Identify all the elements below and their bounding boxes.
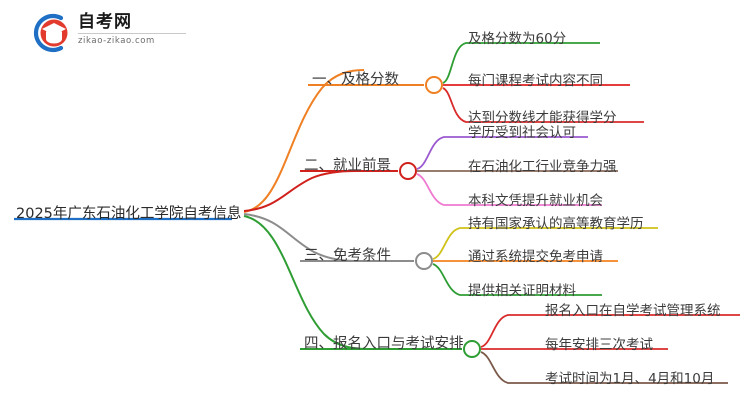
logo-mark-icon [33, 13, 68, 53]
site-logo: 自考网 zikao-zikao.com [28, 10, 188, 56]
leaf-node-label-1-1[interactable]: 及格分数为60分 [468, 31, 567, 47]
logo-domain: zikao-zikao.com [78, 36, 155, 46]
branch-3-node[interactable] [415, 252, 433, 270]
connector-root-branch-1 [243, 69, 365, 213]
branch-node-label-1[interactable]: 一、及格分数 [312, 72, 399, 88]
leaf-node-label-3-2[interactable]: 通过系统提交免考申请 [468, 249, 603, 265]
connector-branch-2-leaf-3 [416, 173, 602, 206]
root-node-label[interactable]: 2025年广东石油化工学院自考信息 [16, 206, 242, 222]
connector-branch-4-leaf-1 [480, 314, 740, 348]
connector-branch-1-leaf-3 [442, 87, 644, 123]
branch-1-node[interactable] [425, 76, 443, 94]
leaf-node-label-4-2[interactable]: 每年安排三次考试 [545, 337, 653, 353]
leaf-node-label-1-2[interactable]: 每门课程考试内容不同 [468, 73, 603, 89]
leaf-node-label-2-1[interactable]: 学历受到社会认可 [468, 125, 576, 141]
branch-node-label-2[interactable]: 二、就业前景 [304, 158, 391, 174]
leaf-node-label-4-1[interactable]: 报名入口在自学考试管理系统 [545, 303, 721, 319]
logo-title: 自考网 [78, 12, 132, 32]
leaf-node-label-2-3[interactable]: 本科文凭提升就业机会 [468, 193, 603, 209]
connector-branch-3-leaf-3 [432, 263, 602, 296]
leaf-node-label-3-1[interactable]: 持有国家承认的高等教育学历 [468, 216, 644, 232]
branch-2-node[interactable] [399, 162, 417, 180]
connector-branch-3-leaf-1 [432, 227, 658, 260]
logo-divider [78, 33, 186, 34]
branch-node-label-3[interactable]: 三、免考条件 [304, 248, 391, 264]
connector-branch-4-leaf-3 [480, 351, 728, 384]
leaf-node-label-4-3[interactable]: 考试时间为1月、4月和10月 [545, 371, 715, 387]
connector-branch-1-leaf-1 [442, 42, 600, 84]
leaf-node-label-1-3[interactable]: 达到分数线才能获得学分 [468, 110, 617, 126]
connector-root-branch-4 [243, 215, 369, 350]
leaf-node-label-2-2[interactable]: 在石油化工行业竞争力强 [468, 159, 617, 175]
branch-node-label-4[interactable]: 四、报名入口与考试安排 [304, 336, 464, 352]
connector-branch-2-leaf-1 [416, 136, 588, 170]
connector-root-branch-2 [243, 170, 357, 212]
leaf-node-label-3-3[interactable]: 提供相关证明材料 [468, 283, 576, 299]
branch-4-node[interactable] [463, 340, 481, 358]
